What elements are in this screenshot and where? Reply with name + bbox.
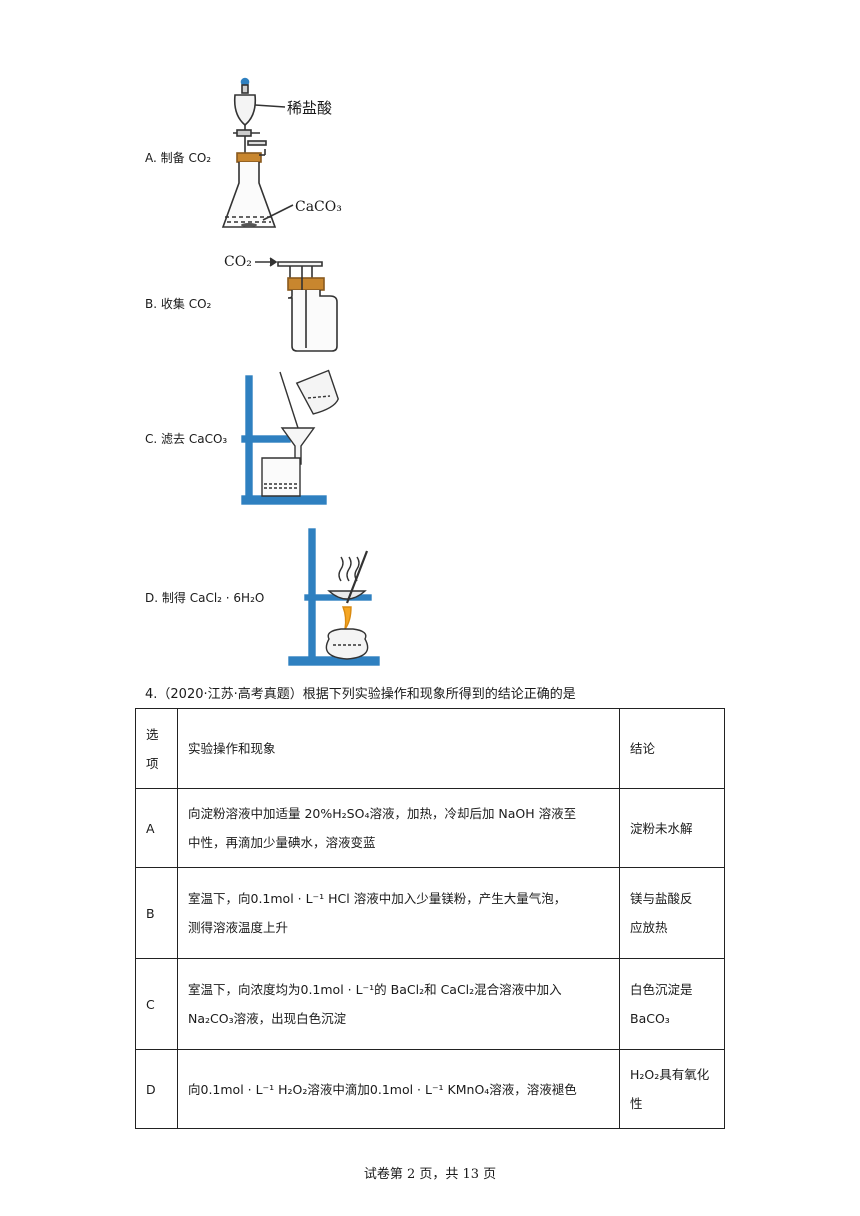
table-row: C 室温下，向浓度均为0.1mol · L⁻¹的 BaCl₂和 CaCl₂混合溶… (135, 958, 725, 1050)
question-stem: 根据下列实验操作和现象所得到的结论正确的是 (302, 687, 576, 702)
header-operation: 实验操作和现象 (177, 708, 620, 789)
option-text: 收集 CO₂ (160, 297, 212, 311)
option-c-label: C. 滤去 CaCO₃ (145, 430, 227, 447)
row-operation: 室温下，向0.1mol · L⁻¹ HCl 溶液中加入少量镁粉，产生大量气泡， … (177, 867, 620, 959)
row-operation: 室温下，向浓度均为0.1mol · L⁻¹的 BaCl₂和 CaCl₂混合溶液中… (177, 958, 620, 1050)
co2-label: CO₂ (224, 254, 252, 270)
question-source: （2020·江苏·高考真题） (157, 687, 303, 702)
row-operation: 向淀粉溶液中加适量 20%H₂SO₄溶液，加热，冷却后加 NaOH 溶液至 中性… (177, 788, 620, 868)
row-option: D (135, 1049, 178, 1129)
option-letter: D. (145, 591, 159, 605)
option-a-label: A. 制备 CO₂ (145, 149, 211, 166)
row-option: A (135, 788, 178, 868)
caco3-label: CaCO₃ (295, 199, 342, 215)
row-option: B (135, 867, 178, 959)
table-row: D 向0.1mol · L⁻¹ H₂O₂溶液中滴加0.1mol · L⁻¹ KM… (135, 1049, 725, 1129)
row-option: C (135, 958, 178, 1050)
table-row: B 室温下，向0.1mol · L⁻¹ HCl 溶液中加入少量镁粉，产生大量气泡… (135, 867, 725, 959)
row-conclusion: 镁与盐酸反 应放热 (619, 867, 725, 959)
question-4-title: 4.（2020·江苏·高考真题）根据下列实验操作和现象所得到的结论正确的是 (145, 683, 576, 702)
option-letter: A. (145, 151, 157, 165)
option-text: 制备 CO₂ (160, 151, 212, 165)
header-option: 选 项 (135, 708, 178, 789)
row-operation: 向0.1mol · L⁻¹ H₂O₂溶液中滴加0.1mol · L⁻¹ KMnO… (177, 1049, 620, 1129)
option-text: 滤去 CaCO₃ (161, 432, 228, 446)
figure-a-apparatus: 稀盐酸 CaCO₃ (221, 77, 342, 228)
option-b-label: B. 收集 CO₂ (145, 295, 211, 312)
row-conclusion: 白色沉淀是 BaCO₃ (619, 958, 725, 1050)
header-conclusion: 结论 (619, 708, 725, 789)
dilute-hcl-label: 稀盐酸 (287, 99, 332, 117)
option-d-label: D. 制得 CaCl₂ · 6H₂O (145, 589, 264, 606)
table-row: A 向淀粉溶液中加适量 20%H₂SO₄溶液，加热，冷却后加 NaOH 溶液至 … (135, 788, 725, 868)
option-letter: C. (145, 432, 158, 446)
answer-options-table: 选 项 实验操作和现象 结论 A 向淀粉溶液中加适量 20%H₂SO₄溶液，加热… (135, 708, 725, 1129)
option-letter: B. (145, 297, 158, 311)
question-number: 4. (145, 687, 158, 702)
row-conclusion: 淀粉未水解 (619, 788, 725, 868)
page-footer: 试卷第 2 页，共 13 页 (363, 1167, 497, 1182)
figure-c-apparatus (241, 369, 339, 505)
table-header-row: 选 项 实验操作和现象 结论 (135, 708, 725, 789)
figure-b-apparatus: CO₂ (224, 254, 338, 352)
option-text: 制得 CaCl₂ · 6H₂O (161, 591, 265, 605)
figure-d-apparatus (288, 528, 380, 666)
row-conclusion: H₂O₂具有氧化 性 (619, 1049, 725, 1129)
